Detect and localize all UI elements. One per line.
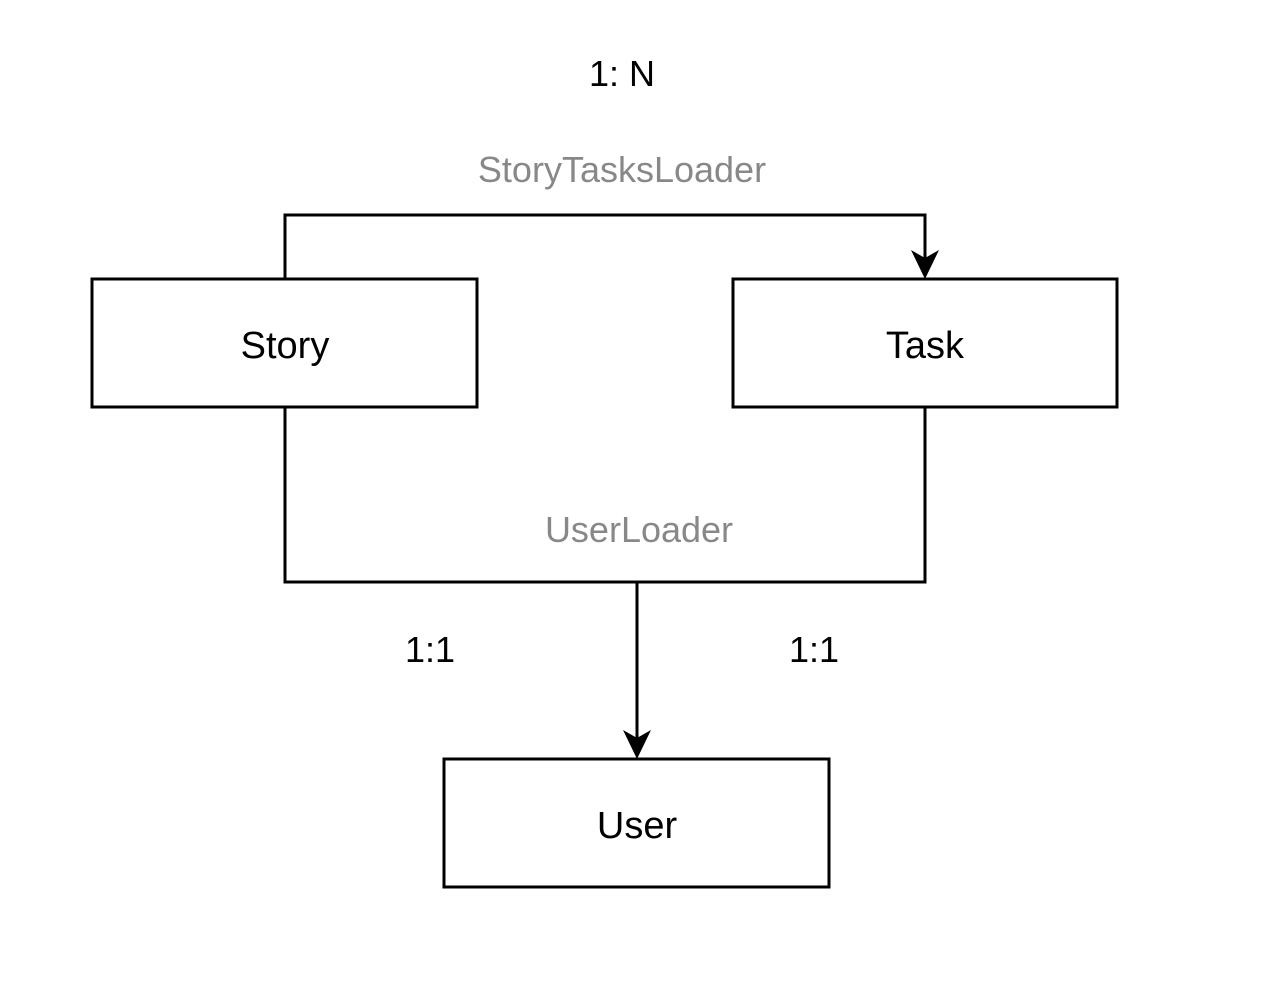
task-node[interactable]: [731, 277, 1119, 409]
task-user-cardinality: 1:1: [789, 629, 839, 670]
story-tasks-loader-label: StoryTasksLoader: [478, 149, 766, 190]
story-user-cardinality: 1:1: [405, 629, 455, 670]
story-node-label: Story: [241, 325, 330, 367]
story-tasks-arrowhead: [911, 250, 939, 279]
user-loader-connector: [283, 407, 927, 584]
story-tasks-connector: [283, 213, 927, 279]
user-node-label: User: [597, 805, 678, 847]
user-node[interactable]: [442, 757, 831, 889]
story-tasks-cardinality: 1: N: [589, 53, 655, 94]
story-node[interactable]: [90, 277, 479, 409]
user-loader-label: UserLoader: [545, 509, 733, 550]
user-loader-arrowhead: [623, 730, 651, 759]
task-node-label: Task: [886, 325, 965, 367]
